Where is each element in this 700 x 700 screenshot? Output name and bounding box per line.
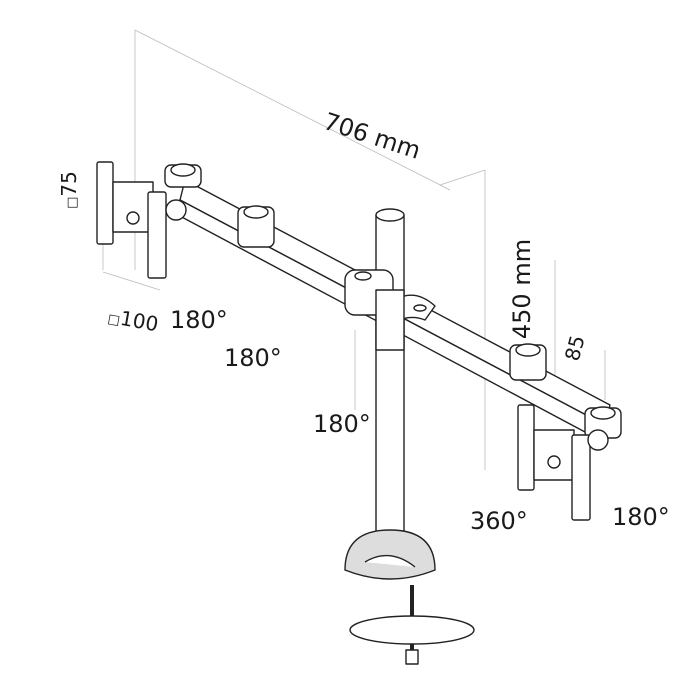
square-icon: □ (64, 196, 80, 209)
vesa-75-value: 75 (56, 171, 81, 197)
arm-joints (164, 163, 622, 439)
height-dimension-label: 450 mm (508, 238, 537, 340)
right-tilt-rotation-label: 180° (612, 503, 670, 531)
right-swivel-rotation-label: 360° (470, 507, 528, 535)
desk-clamp (344, 529, 475, 665)
vesa-75-label: □75 (57, 171, 81, 209)
left-arm-rotation-label: 180° (224, 344, 282, 372)
pole (344, 208, 436, 546)
left-tilt-rotation-label: 180° (170, 306, 228, 334)
right-vesa-plate (517, 404, 609, 521)
center-pole-rotation-label: 180° (313, 410, 371, 438)
left-vesa-plate (96, 161, 187, 279)
